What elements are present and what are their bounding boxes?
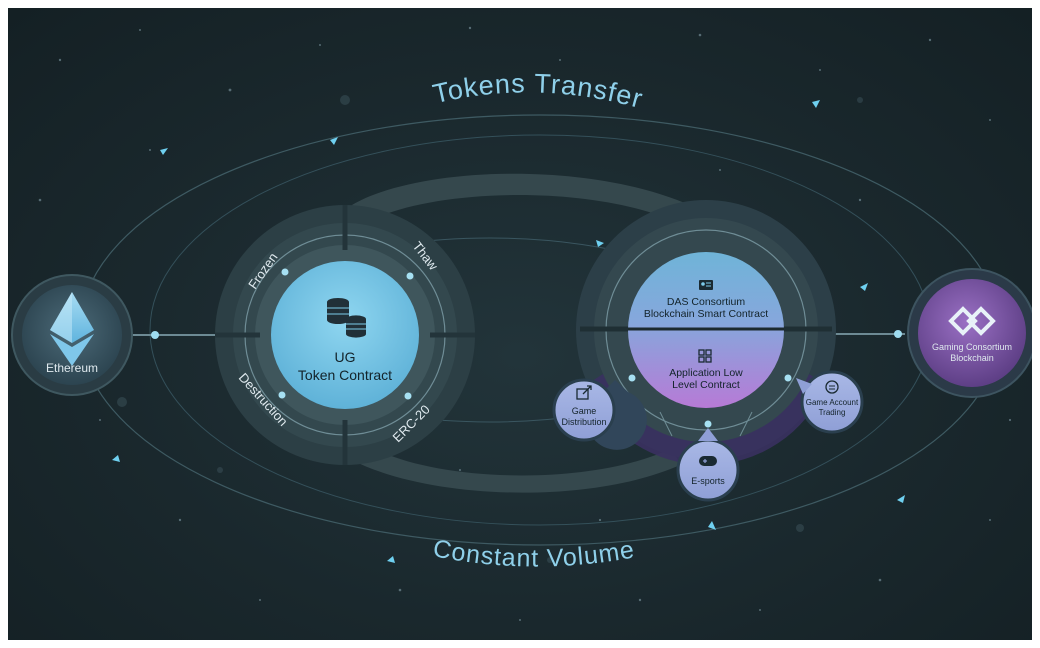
- arrow-icon: [387, 556, 395, 563]
- connector-dot: [894, 330, 902, 338]
- bridge-band-bottom: [352, 445, 680, 493]
- das-hub: DAS Consortium Blockchain Smart Contract…: [576, 200, 836, 465]
- arrow-icon: [708, 521, 716, 530]
- share-icon: [576, 385, 592, 400]
- svg-text:Blockchain: Blockchain: [950, 353, 994, 363]
- svg-text:E-sports: E-sports: [691, 476, 725, 486]
- interlock-diamond-icon: [948, 306, 996, 336]
- title-constant-volume: Constant Volume: [431, 534, 637, 572]
- id-card-icon: [699, 280, 713, 290]
- ethereum-diamond-icon: [50, 292, 94, 366]
- app-blocks-icon: [698, 349, 712, 363]
- token-contract-line2: Token Contract: [298, 367, 392, 383]
- gaming-chain-node: Gaming Consortium Blockchain: [907, 268, 1032, 398]
- arrow-icon: [596, 240, 604, 247]
- pin-game-account-trading: Game Account Trading: [796, 370, 864, 434]
- pin-game-distribution: Game Distribution: [552, 378, 647, 450]
- token-contract-hub: UG Token Contract Frozen Thaw Destructio…: [215, 205, 475, 465]
- svg-text:Distribution: Distribution: [561, 417, 606, 427]
- trade-icon: [825, 380, 839, 394]
- ecosystem-diagram: Ethereum: [11, 26, 1032, 621]
- svg-text:Trading: Trading: [819, 408, 846, 417]
- arrow-icon: [160, 148, 168, 155]
- ethereum-label: Ethereum: [46, 361, 98, 375]
- connector-dot: [151, 331, 159, 339]
- arrow-icon: [860, 283, 868, 291]
- diagram-canvas: Ethereum: [8, 8, 1032, 640]
- token-contract-line1: UG: [335, 349, 356, 365]
- arrow-icon: [897, 495, 905, 503]
- arrow-icon: [112, 455, 120, 462]
- coin-stack-icon: [327, 298, 366, 338]
- das-line1: DAS Consortium: [667, 296, 745, 308]
- ethereum-node: Ethereum: [11, 274, 133, 396]
- svg-text:Gaming Consortium: Gaming Consortium: [932, 342, 1012, 352]
- title-tokens-transfer: Tokens Transfer: [430, 68, 646, 114]
- star-field: [38, 26, 1012, 621]
- arrow-icon: [330, 137, 338, 145]
- app-line2: Level Contract: [672, 379, 740, 391]
- gamepad-icon: [699, 456, 717, 466]
- app-line1: Application Low: [669, 367, 743, 379]
- das-line2: Blockchain Smart Contract: [644, 308, 768, 320]
- svg-text:Game Account: Game Account: [806, 398, 859, 407]
- svg-text:Game: Game: [572, 406, 597, 416]
- arrow-icon: [812, 100, 820, 108]
- bridge-band: [352, 173, 700, 228]
- pin-esports: E-sports: [676, 428, 740, 502]
